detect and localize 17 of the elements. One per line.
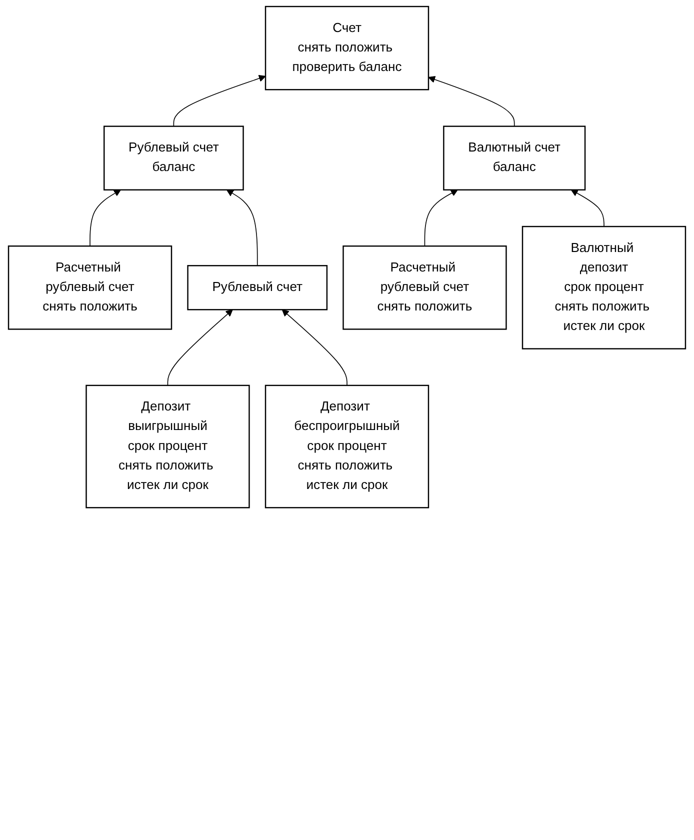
arrow — [173, 74, 266, 127]
node-box: Валютный депозит срок процент снять положить истек ли срок — [522, 226, 686, 350]
arrow — [428, 76, 515, 127]
node-box: Расчетный рублевый счет снять положить — [8, 245, 172, 330]
arrow — [424, 190, 458, 246]
arrow — [90, 190, 121, 246]
arrow — [226, 190, 258, 266]
node-box: Расчетный рублевый счет снять положить — [342, 245, 507, 330]
arrow — [570, 190, 604, 227]
node-box: Депозит выигрышный срок процент снять положить истек ли срок — [86, 384, 250, 508]
node-box: Счет снять положить проверить баланс — [264, 6, 430, 90]
node-box: Рублевый счет баланс — [104, 126, 244, 190]
node-box: Валютный счет баланс — [443, 126, 586, 190]
node-box: Депозит беспроигрышный срок процент снять положить истек ли срок — [264, 384, 430, 508]
node-box: Рублевый счет — [187, 265, 328, 310]
arrow — [167, 309, 233, 386]
arrow — [282, 309, 348, 386]
